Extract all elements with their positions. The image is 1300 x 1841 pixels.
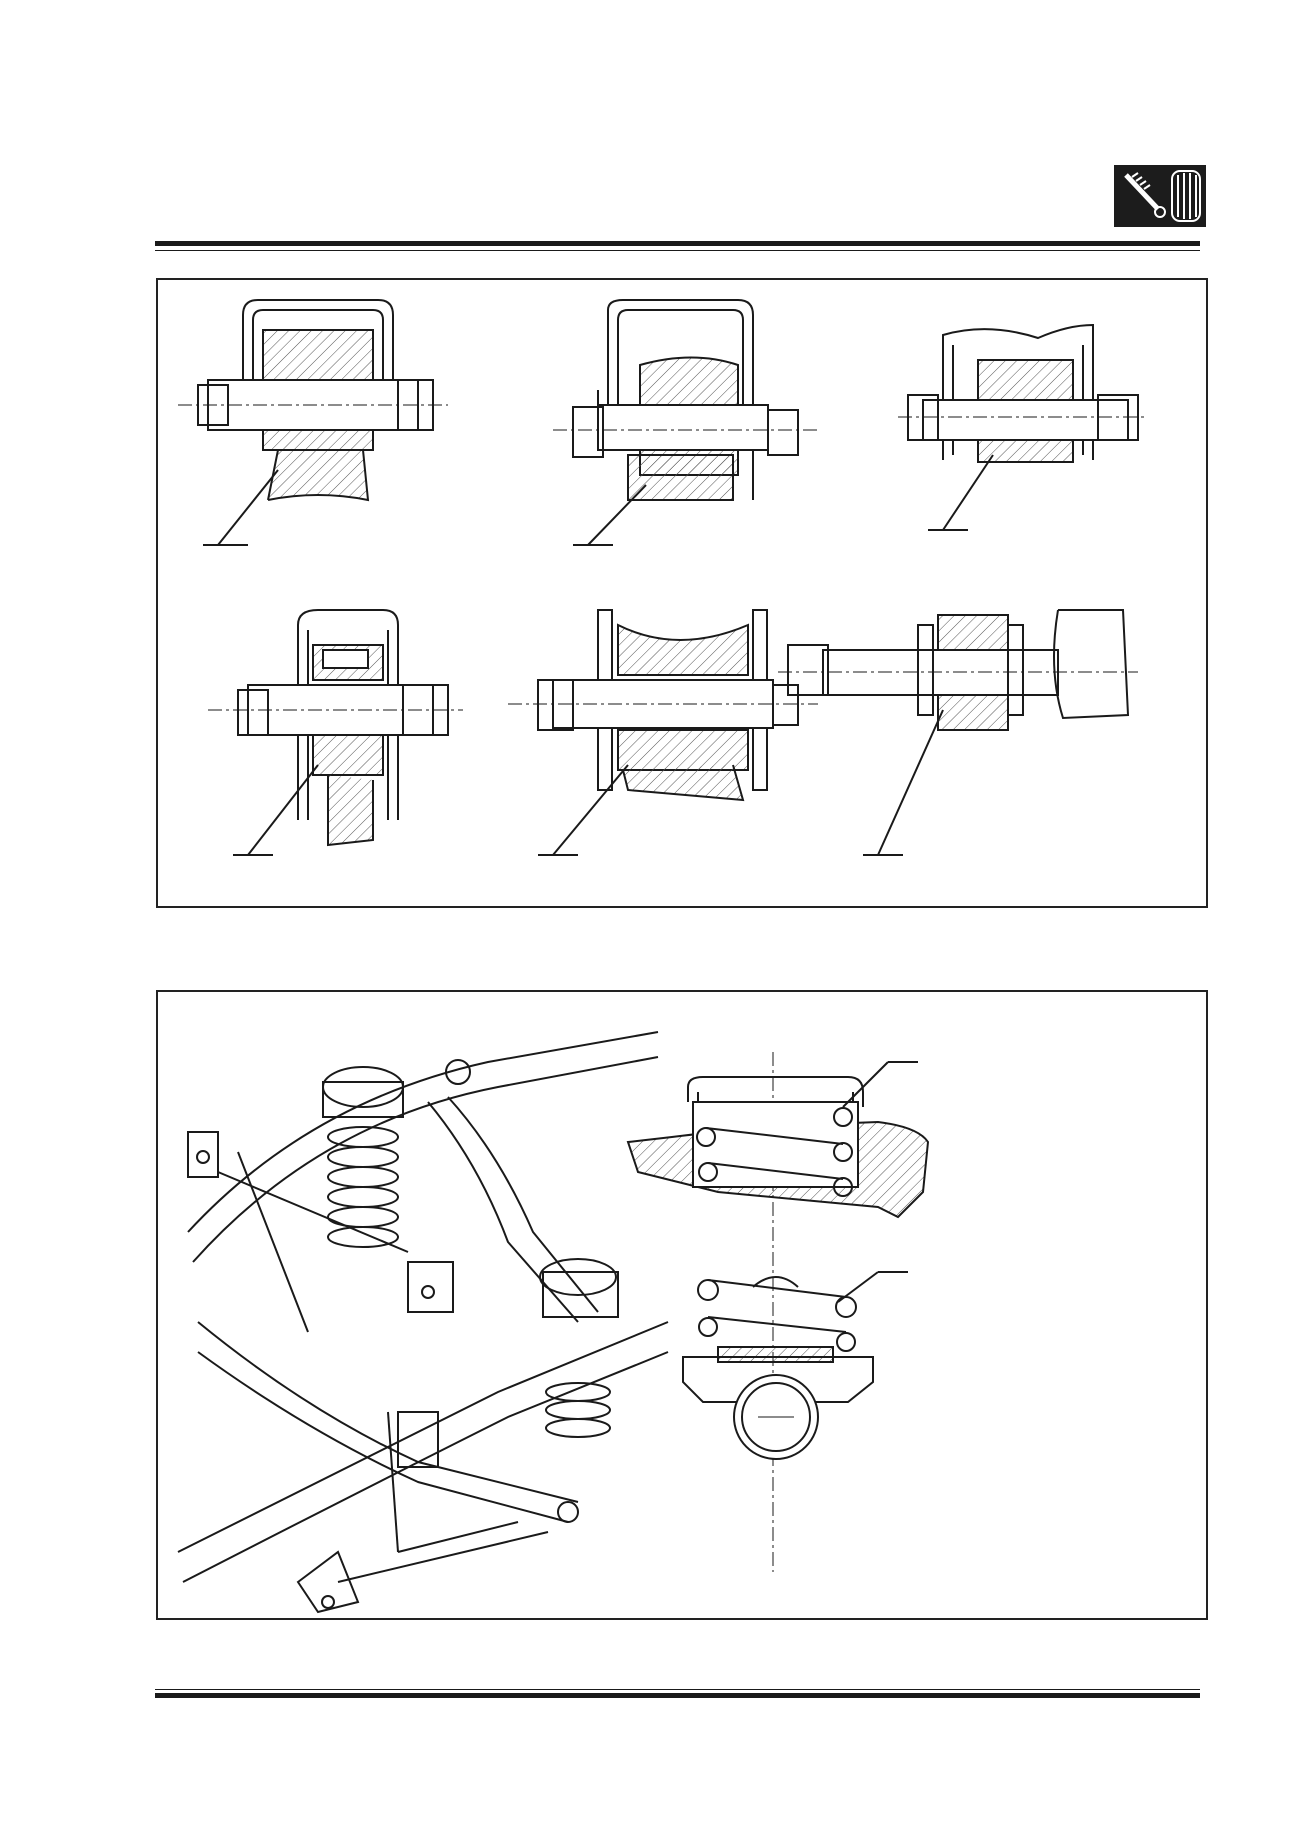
bushing-view-2 [553,299,818,546]
bushing-view-6 [778,609,1138,856]
bushing-view-5 [508,609,818,856]
suspension-assembly-figure [156,990,1208,1620]
footer-rule-thick [155,1693,1200,1698]
suspension-section-icon [1114,165,1206,227]
spring-coil-upper [696,1107,853,1197]
tyre-icon [1171,170,1201,222]
coil-spring-rear [545,1382,611,1438]
header-rule-thin [155,250,1200,251]
spring-coil-lower [697,1279,857,1352]
bushing-view-3 [898,323,1148,531]
front-suspension-assembly-view [177,1031,669,1614]
bushing-view-1 [178,299,448,546]
header-rule-thick [155,241,1200,246]
coil-spring-seat-section-view [626,1052,930,1572]
shock-absorber-icon [1124,172,1166,218]
footer-rule-thin [155,1689,1200,1690]
bushing-sections-figure [156,278,1208,908]
coil-spring-front [327,1126,399,1248]
bushing-view-4 [208,609,463,856]
